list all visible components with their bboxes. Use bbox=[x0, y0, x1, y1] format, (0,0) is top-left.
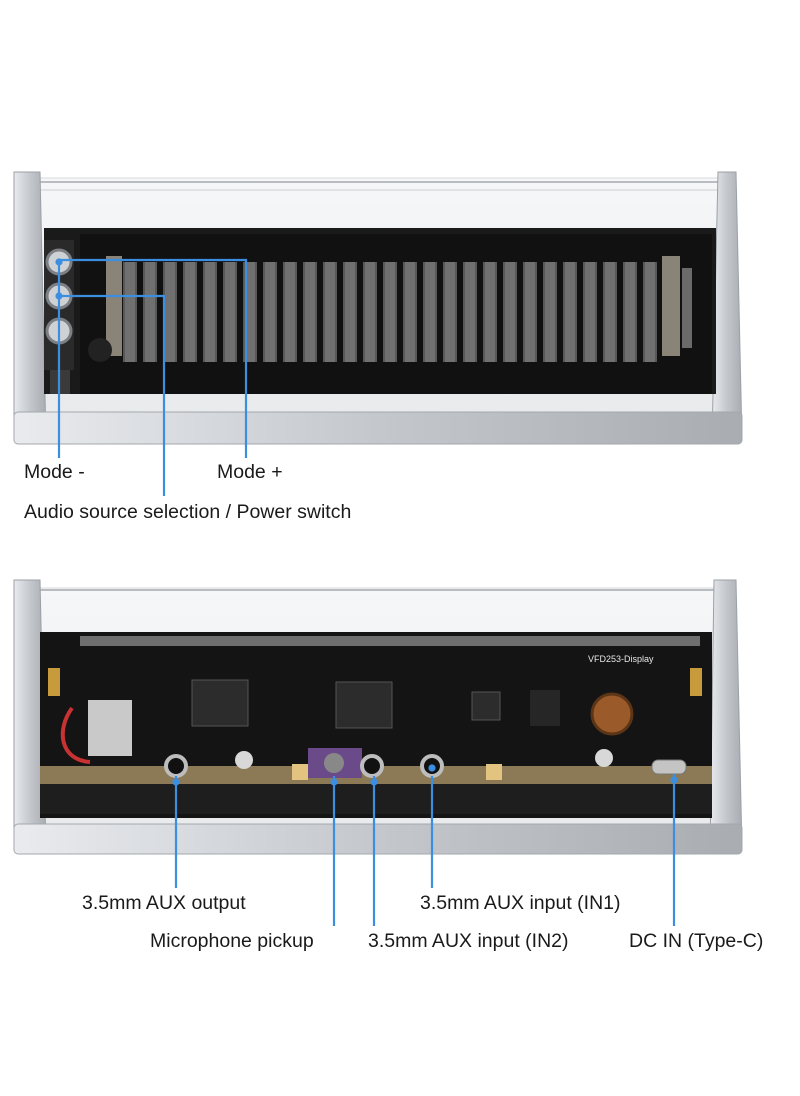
jack-aux-output bbox=[164, 754, 188, 778]
label-dc-in: DC IN (Type-C) bbox=[629, 930, 764, 952]
pcb-board bbox=[40, 632, 712, 818]
label-aux-output: 3.5mm AUX output bbox=[82, 892, 246, 914]
right-end-cap bbox=[711, 171, 743, 441]
vfd-segments bbox=[120, 262, 660, 362]
jack-aux-in2 bbox=[360, 754, 384, 778]
label-mode-minus: Mode - bbox=[24, 461, 85, 483]
board-label: VFD253-Display bbox=[588, 654, 654, 664]
front-buttons bbox=[44, 240, 112, 394]
label-microphone: Microphone pickup bbox=[150, 930, 314, 952]
label-mode-plus: Mode + bbox=[217, 461, 283, 483]
jack-aux-in1 bbox=[420, 754, 444, 778]
top-glass-body bbox=[29, 177, 731, 441]
inductor bbox=[590, 692, 634, 736]
vfd-panel bbox=[44, 228, 716, 394]
label-aux-in2: 3.5mm AUX input (IN2) bbox=[368, 930, 569, 952]
button-mode-plus bbox=[45, 282, 73, 310]
chip-u6 bbox=[191, 679, 249, 727]
chip-u5 bbox=[335, 681, 393, 729]
label-audio-source-power: Audio source selection / Power switch bbox=[24, 501, 352, 523]
label-aux-in1: 3.5mm AUX input (IN1) bbox=[420, 892, 621, 914]
microphone-module bbox=[308, 748, 362, 778]
left-end-cap bbox=[13, 171, 47, 441]
bottom-glass-body bbox=[29, 587, 731, 851]
usb-c-port bbox=[651, 759, 687, 775]
button-audio-source bbox=[45, 317, 73, 345]
button-mode-minus bbox=[45, 248, 73, 276]
